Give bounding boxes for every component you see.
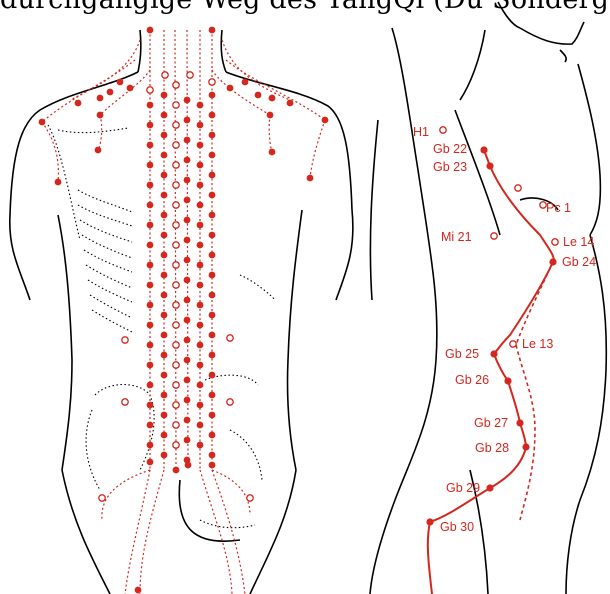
label-gb30: Gb 30 (440, 520, 474, 534)
label-pc1: Pc 1 (546, 201, 571, 215)
rib-dotted-lines (48, 125, 275, 528)
back-body-outline (10, 30, 353, 594)
label-mi21: Mi 21 (441, 230, 472, 244)
label-gb26: Gb 26 (455, 373, 489, 387)
side-points-filled (426, 146, 556, 525)
liver-meridian-dashed (516, 262, 553, 520)
label-le14: Le 14 (563, 235, 594, 249)
label-gb25: Gb 25 (445, 347, 479, 361)
back-figure (10, 27, 353, 594)
label-h1: H1 (413, 125, 429, 139)
back-meridian-lines (42, 30, 325, 594)
label-gb29: Gb 29 (446, 481, 480, 495)
label-gb22: Gb 22 (433, 142, 467, 156)
label-gb28: Gb 28 (475, 441, 509, 455)
label-gb24: Gb 24 (562, 255, 596, 269)
side-body-outline (370, 2, 606, 594)
back-points-filled (39, 27, 329, 594)
label-gb23: Gb 23 (433, 160, 467, 174)
label-gb27: Gb 27 (474, 416, 508, 430)
side-figure: H1 Gb 22 Gb 23 Pc 1 Mi 21 Le 14 Gb 24 Le… (370, 2, 606, 594)
label-le13: Le 13 (522, 337, 553, 351)
